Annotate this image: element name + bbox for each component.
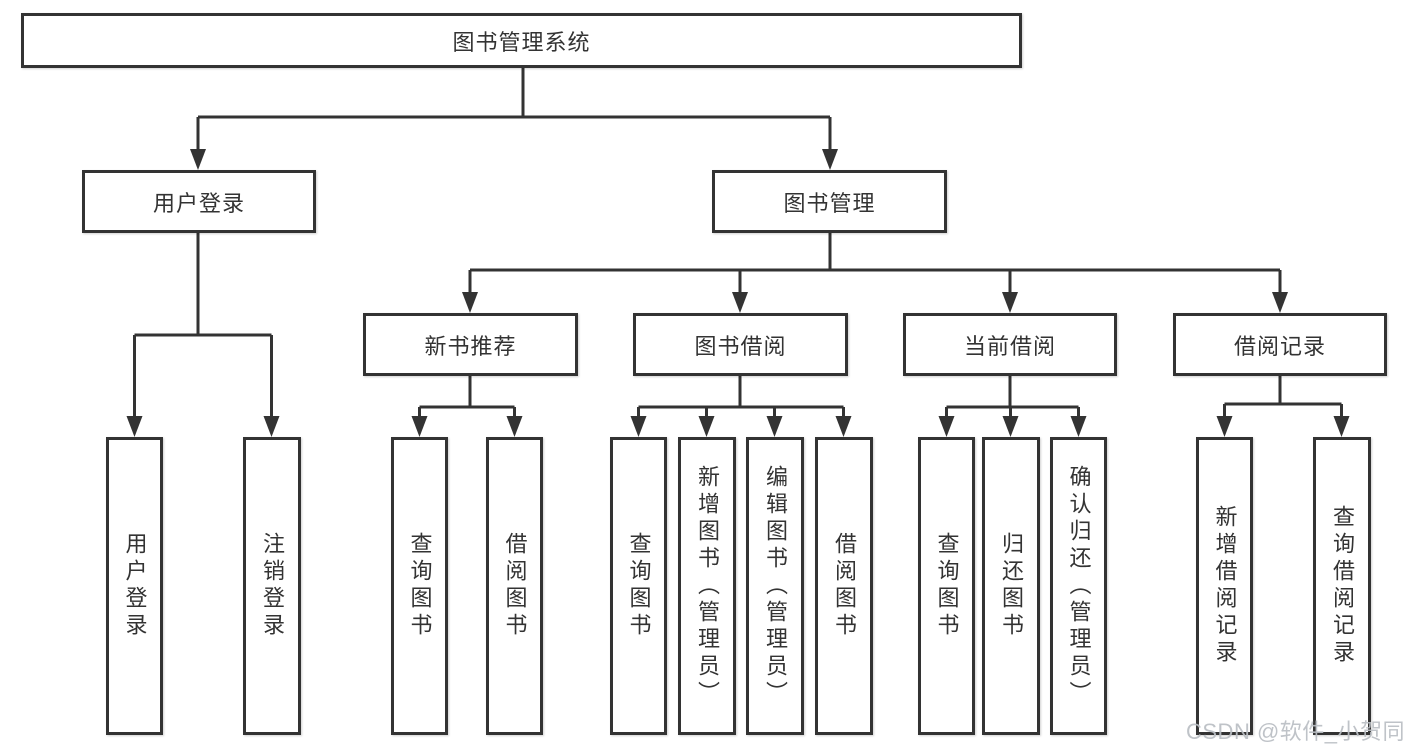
node-leaf-user-login: 用户登录: [106, 437, 163, 735]
node-current-borrowing: 当前借阅: [903, 313, 1117, 376]
node-leaf-query-books-recommend: 查询图书: [391, 437, 448, 735]
node-leaf-borrow-books: 借阅图书: [815, 437, 873, 735]
node-leaf-borrow-books-recommend: 借阅图书: [486, 437, 543, 735]
node-borrowing-records: 借阅记录: [1173, 313, 1387, 376]
node-book-borrowing: 图书借阅: [633, 313, 848, 376]
node-library-management-system: 图书管理系统: [21, 13, 1022, 68]
node-user-login: 用户登录: [82, 170, 316, 233]
node-leaf-add-borrow-record: 新增借阅记录: [1196, 437, 1253, 735]
node-leaf-edit-books-admin: 编辑图书（管理员）: [746, 437, 804, 735]
node-leaf-query-books-borrow: 查询图书: [610, 437, 667, 735]
node-leaf-query-borrow-record: 查询借阅记录: [1313, 437, 1371, 735]
node-leaf-return-books: 归还图书: [982, 437, 1040, 735]
node-leaf-add-books-admin: 新增图书（管理员）: [678, 437, 736, 735]
node-leaf-confirm-return-admin: 确认归还（管理员）: [1050, 437, 1107, 735]
node-book-management: 图书管理: [712, 170, 947, 233]
node-leaf-query-books-current: 查询图书: [918, 437, 975, 735]
node-leaf-logout: 注销登录: [243, 437, 301, 735]
watermark: CSDN @软件_小贺同学: [1186, 719, 1405, 744]
node-new-book-recommendation: 新书推荐: [363, 313, 578, 376]
